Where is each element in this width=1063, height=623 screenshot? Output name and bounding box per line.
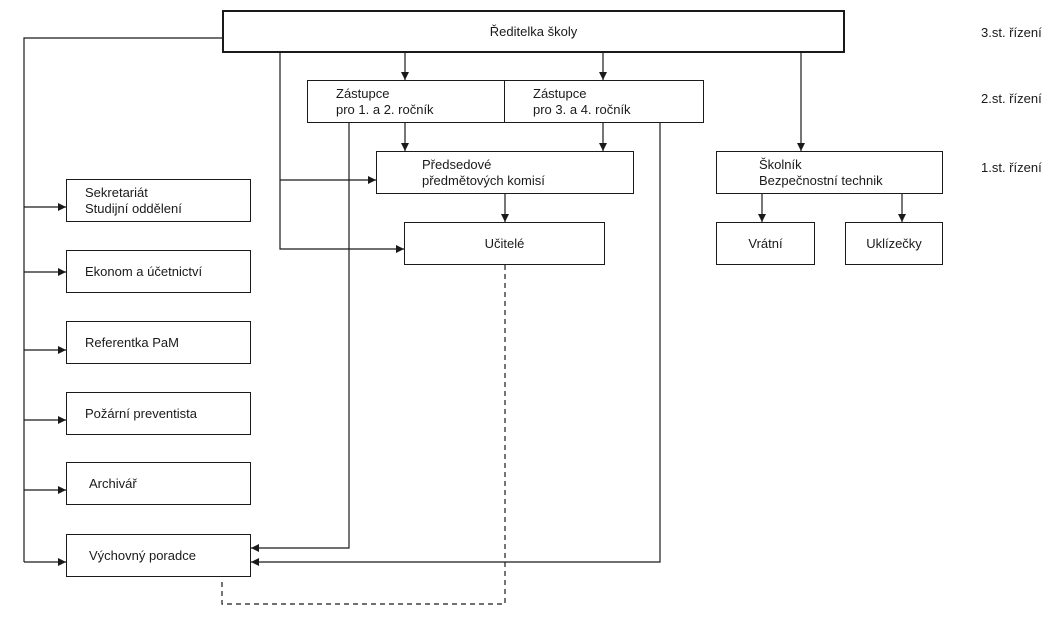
node-archivist-label: Archivář [89, 475, 137, 491]
node-economist-label: Ekonom a účetnictví [85, 263, 203, 279]
node-fire-officer: Požární preventista [66, 392, 251, 435]
node-director: Ředitelka školy [222, 10, 845, 53]
level-3-label: 3.st. řízení [981, 25, 1042, 40]
edge-deputy-3-4-counselor [251, 123, 661, 566]
node-janitor-line2: Bezpečnostní technik [759, 172, 883, 188]
level-2-label: 2.st. řízení [981, 91, 1042, 106]
node-teachers-label: Učitelé [484, 235, 525, 251]
node-deputy-3-4: Zástupce pro 3. a 4. ročník [504, 80, 704, 123]
node-teachers: Učitelé [404, 222, 605, 265]
edge-director-chairs-teachers [279, 53, 404, 253]
node-economist: Ekonom a účetnictví [66, 250, 251, 293]
node-fire-officer-label: Požární preventista [85, 405, 198, 421]
node-secretariat-line1: Sekretariát [85, 184, 148, 200]
level-1-label: 1.st. řízení [981, 160, 1042, 175]
node-janitor: Školník Bezpečnostní technik [716, 151, 943, 194]
node-secretariat: Sekretariát Studijní oddělení [66, 179, 251, 222]
node-cleaners: Uklízečky [845, 222, 943, 265]
node-deputy-1-2: Zástupce pro 1. a 2. ročník [307, 80, 505, 123]
node-hr-officer: Referentka PaM [66, 321, 251, 364]
node-secretariat-line2: Studijní oddělení [85, 200, 182, 216]
node-counselor-label: Výchovný poradce [89, 547, 196, 563]
node-committee-chairs-line2: předmětových komisí [422, 172, 545, 188]
edge-director-left-trunk [23, 37, 222, 562]
node-hr-officer-label: Referentka PaM [85, 334, 179, 350]
node-committee-chairs-line1: Předsedové [422, 156, 492, 172]
node-deputy-3-4-line1: Zástupce [533, 85, 587, 101]
node-committee-chairs: Předsedové předmětových komisí [376, 151, 634, 194]
node-deputy-3-4-line2: pro 3. a 4. ročník [533, 101, 631, 117]
edge-deputy-1-2-counselor [251, 123, 350, 552]
node-cleaners-label: Uklízečky [866, 235, 922, 251]
node-porter: Vrátní [716, 222, 815, 265]
node-janitor-line1: Školník [759, 156, 802, 172]
node-counselor: Výchovný poradce [66, 534, 251, 577]
node-porter-label: Vrátní [748, 235, 783, 251]
node-deputy-1-2-line1: Zástupce [336, 85, 390, 101]
node-deputy-1-2-line2: pro 1. a 2. ročník [336, 101, 434, 117]
node-director-label: Ředitelka školy [489, 23, 578, 39]
edge-teachers-counselor-dashed [221, 265, 506, 605]
node-archivist: Archivář [66, 462, 251, 505]
